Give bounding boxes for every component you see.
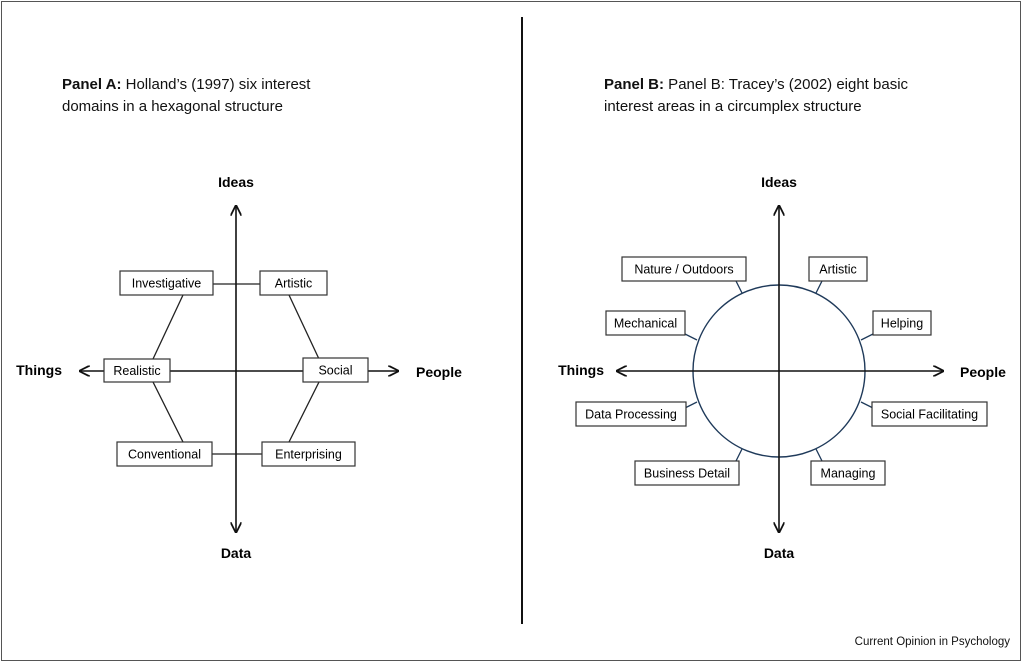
domain-label-conventional: Conventional <box>128 448 201 462</box>
area-label-helping: Helping <box>881 317 923 331</box>
axis-label-people: People <box>416 364 462 380</box>
panel-b-title-bold: Panel B: <box>604 76 665 93</box>
axis-label-ideas-b: Ideas <box>761 174 797 190</box>
panel-divider <box>521 17 523 624</box>
area-business-detail: Business Detail <box>634 460 740 486</box>
panel-a-title-line1: Holland’s (1997) six interest <box>121 76 311 93</box>
tick-social-facilitating <box>860 401 874 409</box>
tick-mechanical <box>684 333 698 341</box>
edge-investigative-realistic <box>152 294 184 360</box>
tick-business-detail <box>735 448 743 462</box>
axis-label-data: Data <box>221 545 252 561</box>
area-artistic: Artistic <box>808 256 868 282</box>
tick-managing <box>815 448 823 462</box>
axis-label-people-b: People <box>960 364 1006 380</box>
domain-label-artistic: Artistic <box>275 277 313 291</box>
panel-b-title-line1: Panel B: Tracey’s (2002) eight basic <box>664 76 909 93</box>
area-label-artistic: Artistic <box>819 263 857 277</box>
panel-b-title: Panel B: Panel B: Tracey’s (2002) eight … <box>604 74 944 118</box>
axis-label-data-b: Data <box>764 545 795 561</box>
domain-realistic: Realistic <box>103 358 171 383</box>
panel-b-title-line2: interest areas in a circumplex structure <box>604 98 862 115</box>
axis-label-things-b: Things <box>558 362 604 378</box>
area-label-social-facilitating: Social Facilitating <box>881 408 978 422</box>
domain-label-investigative: Investigative <box>132 277 202 291</box>
panel-b-diagram: Ideas Data Things People Nature / Outdoo… <box>558 174 1006 561</box>
domain-label-social: Social <box>318 364 352 378</box>
domain-investigative: Investigative <box>119 270 214 296</box>
panel-a-diagram: Ideas Data Things People Investigative A… <box>16 174 462 561</box>
edge-artistic-social <box>288 294 320 360</box>
panel-a-title: Panel A: Holland’s (1997) six interest d… <box>62 74 362 118</box>
area-managing: Managing <box>810 460 886 486</box>
area-label-data-processing: Data Processing <box>585 408 677 422</box>
tick-helping <box>860 333 874 341</box>
area-social-facilitating: Social Facilitating <box>871 401 988 427</box>
axis-label-things: Things <box>16 362 62 378</box>
edge-social-enterprising <box>288 381 320 443</box>
domain-social: Social <box>302 357 369 383</box>
axis-label-ideas: Ideas <box>218 174 254 190</box>
panel-a-title-bold: Panel A: <box>62 76 122 93</box>
tick-data-processing <box>684 401 698 409</box>
domain-enterprising: Enterprising <box>261 441 356 467</box>
area-mechanical: Mechanical <box>605 310 686 336</box>
domain-label-enterprising: Enterprising <box>275 448 342 462</box>
panel-a-title-line2: domains in a hexagonal structure <box>62 98 283 115</box>
area-label-managing: Managing <box>821 467 876 481</box>
area-label-mechanical: Mechanical <box>614 317 677 331</box>
tick-artistic-b <box>815 280 823 294</box>
source-credit: Current Opinion in Psychology <box>854 636 1010 648</box>
area-nature-outdoors: Nature / Outdoors <box>621 256 747 282</box>
domain-label-realistic: Realistic <box>113 364 160 378</box>
area-data-processing: Data Processing <box>575 401 687 427</box>
domain-artistic: Artistic <box>259 270 328 296</box>
edge-realistic-conventional <box>152 381 184 443</box>
area-label-business-detail: Business Detail <box>644 467 730 481</box>
domain-conventional: Conventional <box>116 441 213 467</box>
area-label-nature: Nature / Outdoors <box>634 263 733 277</box>
tick-nature <box>735 280 743 294</box>
area-helping: Helping <box>872 310 932 336</box>
